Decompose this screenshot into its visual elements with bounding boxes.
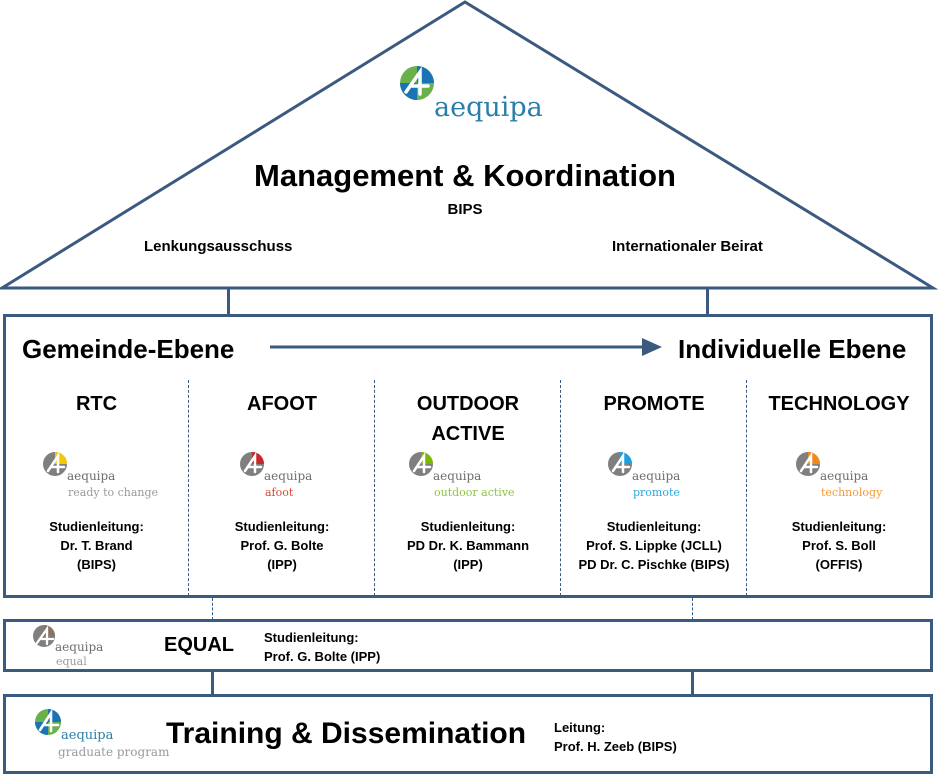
aequipa-logo-icon bbox=[608, 451, 632, 476]
project-title: AFOOT bbox=[247, 393, 317, 415]
project-logo: aequipa ready to change bbox=[42, 450, 182, 500]
training-lead: Leitung: Prof. H. Zeeb (BIPS) bbox=[554, 720, 677, 754]
aequipa-logo-icon bbox=[43, 451, 67, 476]
project-title: PROMOTE bbox=[603, 393, 705, 415]
study-lead: Studienleitung: Prof. S. Lippke (JCLL) P… bbox=[578, 519, 730, 572]
roof-left-label: Lenkungsausschuss bbox=[144, 238, 293, 255]
training-logo: aequipa graduate program bbox=[34, 707, 174, 763]
connector-training-right bbox=[691, 672, 694, 695]
level-right: Individuelle Ebene bbox=[678, 334, 907, 364]
logo-word: aequipa bbox=[632, 469, 681, 483]
connector-training-left bbox=[211, 672, 214, 695]
main-logo: aequipa bbox=[398, 64, 548, 124]
column-divider-1 bbox=[188, 380, 189, 596]
equal-frame bbox=[3, 619, 933, 672]
logo-subtitle: ready to change bbox=[68, 486, 159, 499]
level-left: Gemeinde-Ebene bbox=[22, 334, 235, 364]
project-title: TECHNOLOGY bbox=[768, 393, 910, 415]
connector-equal-right bbox=[692, 598, 693, 620]
aequipa-logo-icon bbox=[35, 708, 61, 735]
project-logo: aequipa promote bbox=[607, 450, 727, 500]
equal-title: EQUAL bbox=[164, 634, 234, 656]
equal-logo: aequipa equal bbox=[32, 623, 142, 669]
roof-title: Management & Koordination bbox=[254, 158, 676, 193]
project-title: RTC bbox=[75, 393, 118, 415]
column-divider-4 bbox=[746, 380, 747, 596]
aequipa-logo-icon bbox=[240, 451, 264, 476]
aequipa-logo-icon bbox=[33, 625, 55, 647]
main-logo-word: aequipa bbox=[434, 92, 543, 123]
logo-word: aequipa bbox=[264, 469, 313, 483]
logo-subtitle: equal bbox=[56, 655, 87, 668]
logo-subtitle: promote bbox=[633, 486, 680, 499]
equal-lead: Studienleitung: Prof. G. Bolte (IPP) bbox=[264, 630, 381, 664]
level-arrow bbox=[270, 338, 662, 356]
connector-roof-left bbox=[227, 288, 230, 315]
aequipa-logo-icon bbox=[796, 451, 820, 476]
training-frame bbox=[3, 694, 933, 774]
project-logo: aequipa technology bbox=[795, 450, 925, 500]
roof-subtitle: BIPS bbox=[447, 201, 483, 218]
logo-subtitle: outdoor active bbox=[434, 486, 515, 499]
column-divider-2 bbox=[374, 380, 375, 596]
logo-subtitle: technology bbox=[821, 486, 883, 499]
project-logo: aequipa afoot bbox=[239, 450, 359, 500]
logo-word: aequipa bbox=[55, 640, 104, 654]
connector-roof-right bbox=[706, 288, 709, 315]
roof-frame bbox=[0, 0, 939, 290]
project-title: OUTDOOR ACTIVE bbox=[416, 393, 520, 445]
logo-word: aequipa bbox=[820, 469, 869, 483]
projects-frame bbox=[3, 314, 933, 598]
study-lead: Studienleitung: PD Dr. K. Bammann (IPP) bbox=[406, 519, 530, 572]
project-logo: aequipa outdoor active bbox=[408, 450, 548, 500]
aequipa-logo-icon bbox=[409, 451, 433, 476]
logo-subtitle: graduate program bbox=[58, 745, 170, 759]
aequipa-logo-icon bbox=[400, 66, 434, 100]
logo-word: aequipa bbox=[67, 469, 116, 483]
connector-equal-left bbox=[212, 598, 213, 620]
logo-word: aequipa bbox=[61, 728, 114, 743]
logo-word: aequipa bbox=[433, 469, 482, 483]
training-title: Training & Dissemination bbox=[166, 717, 527, 750]
study-lead: Studienleitung: Prof. G. Bolte (IPP) bbox=[234, 519, 330, 572]
column-divider-3 bbox=[560, 380, 561, 596]
roof-right-label: Internationaler Beirat bbox=[612, 238, 763, 255]
study-lead: Studienleitung: Prof. S. Boll (OFFIS) bbox=[791, 519, 887, 572]
study-lead: Studienleitung: Dr. T. Brand (BIPS) bbox=[49, 519, 144, 572]
logo-subtitle: afoot bbox=[265, 486, 294, 499]
